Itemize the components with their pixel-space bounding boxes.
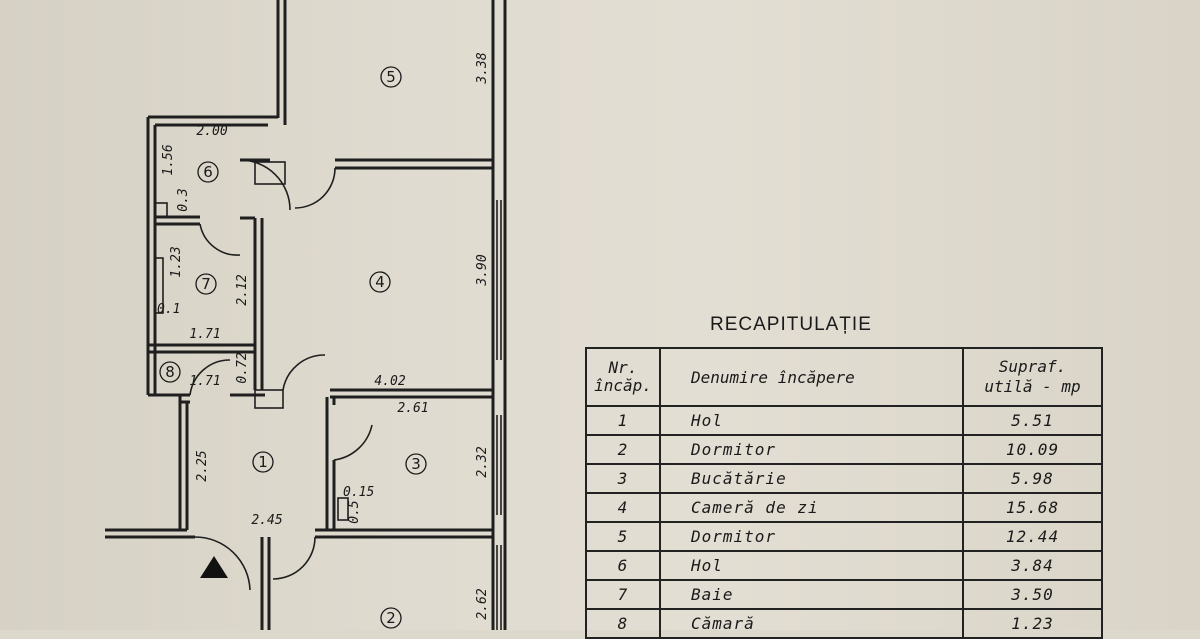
dim-1-23: 1.23	[169, 246, 184, 277]
room-label-7: 7	[201, 275, 211, 293]
door-swings	[189, 159, 373, 591]
dimension-labels: 3.38 2.00 1.56 0.3 1.23 2.12 0.1 1.71 3.…	[157, 52, 490, 619]
dim-2-00: 2.00	[196, 124, 227, 139]
recap-title: RECAPITULAȚIE	[710, 314, 872, 335]
dim-2-32: 2.32	[475, 446, 490, 477]
dim-0-15: 0.15	[343, 485, 374, 500]
dim-0-3: 0.3	[176, 188, 191, 211]
room-label-1: 1	[258, 453, 268, 471]
dim-0-72: 0.72	[235, 352, 250, 383]
dim-0-5: 0.5	[347, 500, 362, 524]
room-label-8: 8	[165, 363, 175, 381]
triangle-entrance-icon	[200, 556, 228, 578]
recap-header-row: Nr. încăp. Denumire încăpere Supraf. uti…	[585, 347, 1103, 407]
dim-2-25: 2.25	[195, 450, 210, 481]
dim-1-56: 1.56	[161, 144, 176, 175]
dim-3-38: 3.38	[475, 52, 490, 84]
room-label-6: 6	[203, 163, 213, 181]
dim-1-71-b: 1.71	[189, 374, 220, 389]
dim-2-61: 2.61	[397, 401, 428, 416]
header-nr: Nr. încăp.	[585, 347, 661, 407]
recap-table: Nr. încăp. Denumire încăpere Supraf. uti…	[585, 347, 1103, 639]
room-label-5: 5	[386, 68, 396, 86]
dim-2-12: 2.12	[235, 274, 250, 305]
dim-2-45: 2.45	[251, 513, 282, 528]
header-name: Denumire încăpere	[659, 347, 964, 407]
room-label-2: 2	[386, 609, 396, 627]
dim-3-90: 3.90	[475, 254, 490, 286]
dim-1-71-a: 1.71	[189, 327, 220, 342]
header-area: Supraf. utilă - mp	[962, 347, 1103, 407]
dim-2-62: 2.62	[475, 588, 490, 619]
room-label-4: 4	[375, 273, 385, 291]
dim-0-1: 0.1	[157, 302, 180, 317]
room-label-3: 3	[411, 455, 421, 473]
walls	[105, 0, 507, 630]
dim-4-02: 4.02	[374, 374, 405, 389]
room-labels: 5 6 4 7 8 1 3 2	[159, 66, 427, 629]
